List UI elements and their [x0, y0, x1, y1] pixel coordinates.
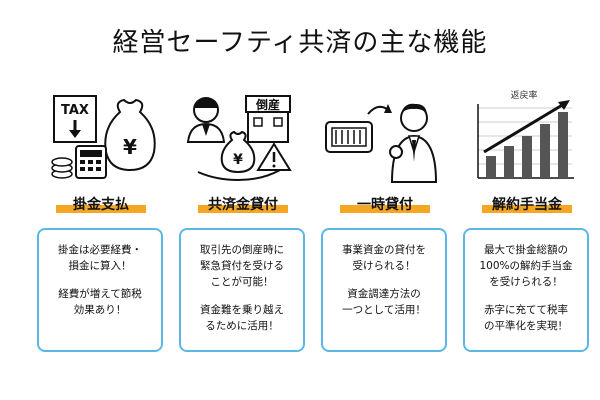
info-card-premium-payment: 掛金は必要経費・ 損金に算入！ 経費が増えて節税 効果あり！ — [37, 228, 163, 352]
card-text: 掛金は必要経費・ 損金に算入！ — [58, 244, 142, 272]
card-text: 資金調達方法の 一つとして活用！ — [342, 288, 426, 316]
bankruptcy-label: 倒産 — [255, 97, 280, 112]
card-text: 最大で掛金総額の 100%の解約手当金 を受けられる！ — [479, 244, 573, 288]
cash-box-businessman-icon — [318, 82, 452, 188]
refund-rate-chart-icon: 返戻率 — [460, 82, 594, 188]
refund-rate-label: 返戻率 — [510, 89, 537, 101]
bankruptcy-loan-icon: 倒産 ¥ — [176, 82, 310, 188]
card-text: 資金難を乗り越え るために活用！ — [200, 304, 284, 332]
tax-money-bag-calculator-icon: TAX ¥ — [34, 82, 168, 188]
heading-temporary-loan: 一時貸付 — [318, 194, 452, 214]
column-surrender-allowance: 返戻率 解約手当金 最大で掛金総額の 100%の解約手当金 を受けられる！ 赤字… — [460, 82, 594, 352]
tax-label: TAX — [61, 103, 89, 118]
column-temporary-loan: 一時貸付 事業資金の貸付を 受けられる！ 資金調達方法の 一つとして活用！ — [318, 82, 452, 352]
heading-surrender-allowance: 解約手当金 — [460, 194, 594, 214]
info-card-surrender-allowance: 最大で掛金総額の 100%の解約手当金 を受けられる！ 赤字に充てて税率 の平準… — [463, 228, 589, 352]
column-premium-payment: TAX ¥ 掛金支払 掛金は必要経費・ 損金に算入！ 経費が増えて節税 効果あり… — [34, 82, 168, 352]
card-text: 取引先の倒産時に 緊急貸付を受ける ことが可能！ — [200, 244, 284, 288]
heading-mutual-aid-loan: 共済金貸付 — [176, 194, 310, 214]
card-text: 経費が増えて節税 効果あり！ — [58, 288, 142, 316]
info-card-temporary-loan: 事業資金の貸付を 受けられる！ 資金調達方法の 一つとして活用！ — [321, 228, 447, 352]
column-mutual-aid-loan: 倒産 ¥ 共済金貸付 取引先の倒産時に 緊急貸付を受ける ことが可能！ 資金難を… — [176, 82, 310, 352]
svg-text:¥: ¥ — [233, 152, 243, 168]
card-text: 赤字に充てて税率 の平準化を実現！ — [484, 304, 568, 332]
page-title: 経営セーフティ共済の主な機能 — [112, 28, 488, 58]
card-text: 事業資金の貸付を 受けられる！ — [342, 244, 426, 272]
svg-text:¥: ¥ — [123, 135, 137, 159]
info-card-mutual-aid-loan: 取引先の倒産時に 緊急貸付を受ける ことが可能！ 資金難を乗り越え るために活用… — [179, 228, 305, 352]
heading-premium-payment: 掛金支払 — [34, 194, 168, 214]
